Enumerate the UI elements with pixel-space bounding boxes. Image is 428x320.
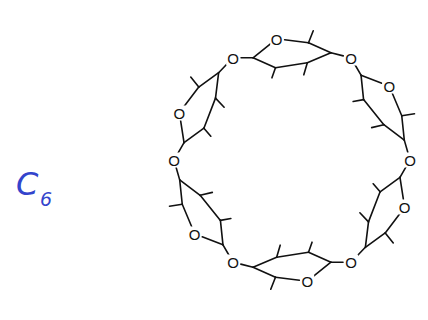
bond-line <box>253 44 270 58</box>
bond-line <box>277 252 309 257</box>
oxygen-atom: O <box>173 105 187 120</box>
bond-line <box>361 75 382 83</box>
bond-line <box>404 140 407 152</box>
symmetry-letter: C <box>16 168 38 200</box>
oxygen-atom: O <box>167 153 181 168</box>
bond-line <box>384 125 404 140</box>
bond-line <box>331 261 343 263</box>
oxygen-atom: O <box>226 255 240 270</box>
bond-line <box>182 204 191 226</box>
oxygen-atom: O <box>344 255 358 270</box>
bond-line <box>216 73 219 98</box>
bond-line <box>253 58 275 68</box>
bond-line <box>216 98 225 107</box>
oxygen-atom: O <box>270 31 284 46</box>
bond-line <box>400 177 403 199</box>
bond-line <box>253 257 277 267</box>
bond-line <box>253 267 275 277</box>
bond-line <box>402 114 415 116</box>
bond-line <box>353 100 363 102</box>
bond-line <box>202 237 223 245</box>
bond-line <box>220 218 230 220</box>
bond-line <box>180 180 200 195</box>
bond-line <box>400 167 406 177</box>
bond-line <box>200 192 212 195</box>
bond-line <box>223 245 229 255</box>
bond-line <box>385 233 393 243</box>
bond-line <box>285 40 309 43</box>
bond-line <box>275 277 299 280</box>
bond-line <box>373 184 380 192</box>
bond-line <box>360 213 369 222</box>
bond-line <box>204 98 216 128</box>
bond-line <box>176 168 179 180</box>
symmetry-subscript: 6 <box>40 190 52 209</box>
bond-line <box>369 192 381 222</box>
bond-line <box>361 75 364 99</box>
bond-line <box>220 220 223 244</box>
bond-line <box>385 214 400 233</box>
bond-line <box>309 31 314 43</box>
bond-line <box>307 53 331 63</box>
bond-line <box>199 73 219 87</box>
oxygen-atom: O <box>382 79 396 94</box>
oxygen-atom: O <box>300 274 314 289</box>
bond-line <box>372 125 384 128</box>
oxygen-atom: O <box>403 153 417 168</box>
bond-line <box>241 264 253 267</box>
bond-line <box>178 143 184 153</box>
bond-line <box>314 262 331 276</box>
bond-line <box>355 65 361 75</box>
bond-line <box>357 247 366 256</box>
bond-line <box>364 100 384 125</box>
bond-line <box>169 204 182 206</box>
bond-line <box>191 77 199 87</box>
bond-line <box>331 53 343 56</box>
bond-line <box>200 195 220 220</box>
bond-line <box>184 128 204 142</box>
bond-line <box>365 222 368 247</box>
oxygen-atom: O <box>188 226 202 241</box>
oxygen-atom: O <box>398 200 412 215</box>
bond-line <box>309 43 331 53</box>
bond-line <box>304 63 308 75</box>
bond-line <box>204 128 211 136</box>
bond-line <box>180 180 183 204</box>
bond-line <box>277 245 281 257</box>
bond-line <box>181 121 184 143</box>
oxygen-atom: O <box>344 50 358 65</box>
bond-line <box>309 242 313 252</box>
bond-line <box>271 277 276 289</box>
bond-line <box>365 233 385 247</box>
bond-line <box>184 87 199 106</box>
bond-line <box>241 57 253 59</box>
bond-line <box>380 177 400 191</box>
oxygen-atom: O <box>226 50 240 65</box>
bond-line <box>272 68 276 78</box>
bond-line <box>309 252 331 262</box>
bond-line <box>275 63 307 68</box>
bond-line <box>392 93 401 115</box>
bond-line <box>402 116 405 140</box>
